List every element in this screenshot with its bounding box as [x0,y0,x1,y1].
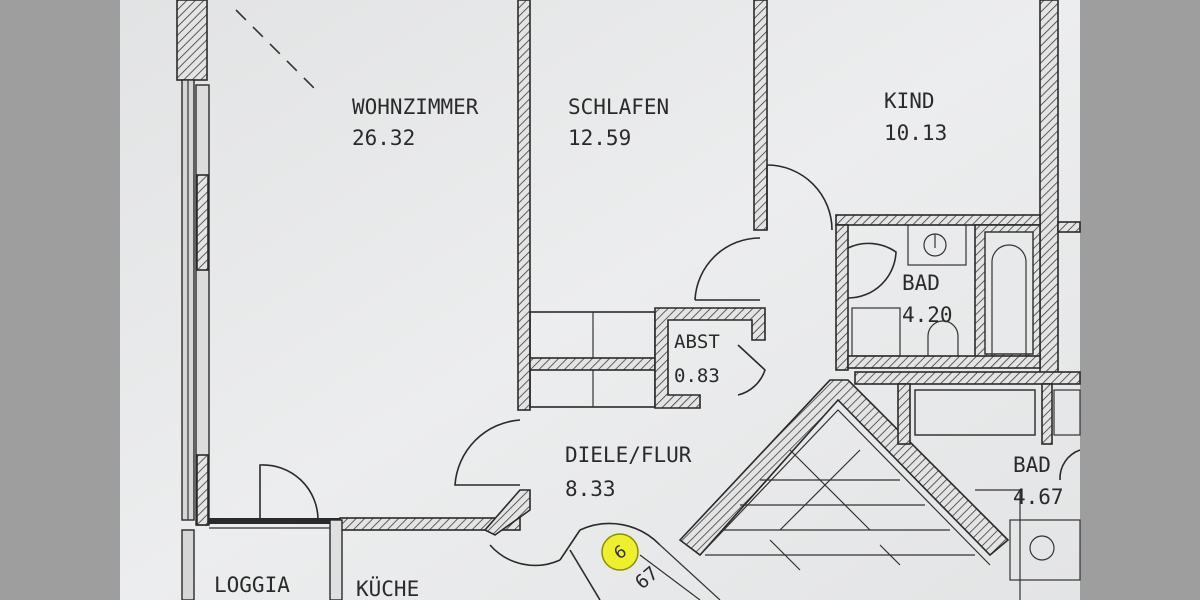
bath-2 [854,371,1081,600]
abst-walls [654,307,766,409]
diele-walls [339,419,661,600]
room-abst: ABST 0.83 [674,331,720,387]
room-area: 26.32 [352,126,415,150]
paper-sheet [120,0,1080,600]
room-wohnzimmer: WOHNZIMMER 26.32 [352,95,479,150]
room-schlafen: SCHLAFEN 12.59 [568,95,669,150]
room-kind: KIND 10.13 [884,89,947,145]
room-name: DIELE/FLUR [565,443,692,467]
dashed-line [235,9,319,93]
room-name: KIND [884,89,935,113]
wardrobe [529,311,656,408]
room-area: 12.59 [568,126,631,150]
marker-circle [601,533,639,571]
room-name: BAD [902,271,940,295]
room-name: LOGGIA [214,573,290,597]
door-kind [766,164,833,231]
room-area: 8.33 [565,477,616,501]
room-area: 10.13 [884,121,947,145]
room-name: WOHNZIMMER [352,95,479,119]
bath-1 [835,224,1041,371]
wall-kind-bottom [835,214,1041,226]
room-bad-2: BAD 4.67 [1013,453,1064,509]
exterior-wall-left [176,0,210,600]
room-bad-1: BAD 4.20 [902,271,953,327]
room-loggia: LOGGIA [214,573,290,597]
room-diele: DIELE/FLUR 8.33 [565,443,692,501]
right-margin [1080,0,1200,600]
wall-schlafen-kind [753,0,768,231]
wall-kind-right [1039,0,1059,381]
room-area: 4.20 [902,303,953,327]
room-name: SCHLAFEN [568,95,669,119]
door-schlafen [694,237,761,301]
room-area: 4.67 [1013,485,1064,509]
stair-core [639,379,1010,600]
left-margin [0,0,120,600]
loggia-kueche [209,464,343,600]
room-name: ABST [674,331,720,353]
room-area: 0.83 [674,365,720,387]
room-kueche: KÜCHE [356,576,419,600]
room-name: BAD [1013,453,1051,477]
room-name: KÜCHE [356,576,419,600]
wall-wohnzimmer-schlafen [517,0,531,411]
